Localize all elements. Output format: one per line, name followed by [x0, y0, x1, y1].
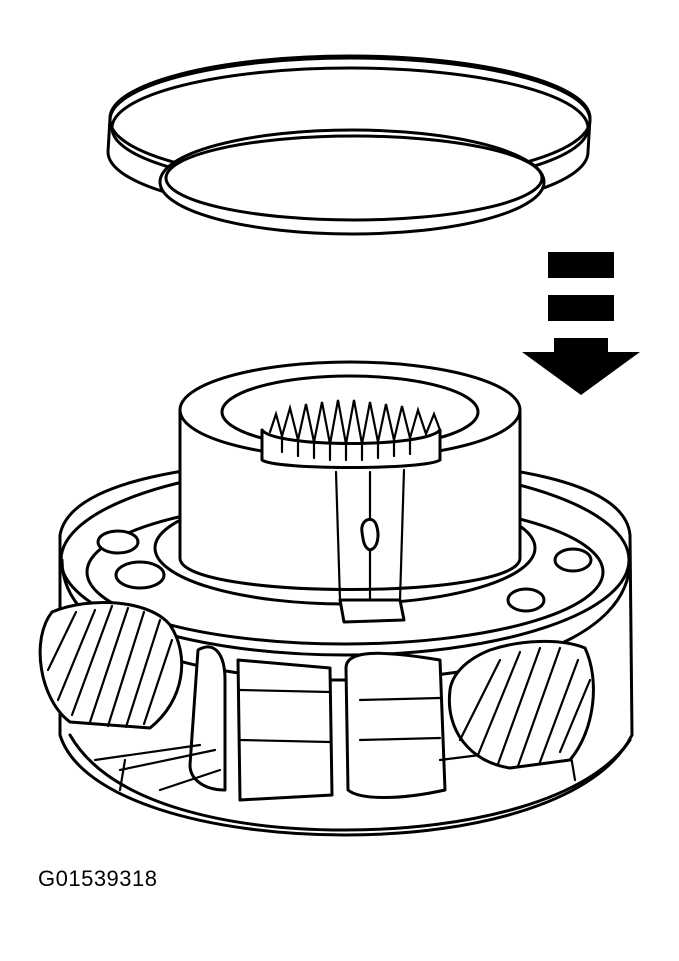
pinion-gear-left — [38, 600, 184, 730]
mounting-hole — [506, 587, 546, 613]
hub-oil-groove — [334, 468, 406, 624]
carrier-window-center — [236, 658, 334, 802]
pinion-gear-right — [447, 640, 595, 770]
figure-code: G01539318 — [38, 866, 158, 891]
hub-internal-splines — [260, 399, 442, 469]
planetary-carrier — [38, 360, 634, 837]
mounting-hole — [553, 547, 593, 573]
carrier-window-right — [344, 651, 447, 799]
carrier-window-left — [188, 645, 227, 792]
install-direction-arrow — [522, 252, 640, 395]
mounting-hole — [96, 529, 140, 555]
mounting-hole — [114, 560, 166, 590]
thrust-washer — [106, 54, 592, 236]
